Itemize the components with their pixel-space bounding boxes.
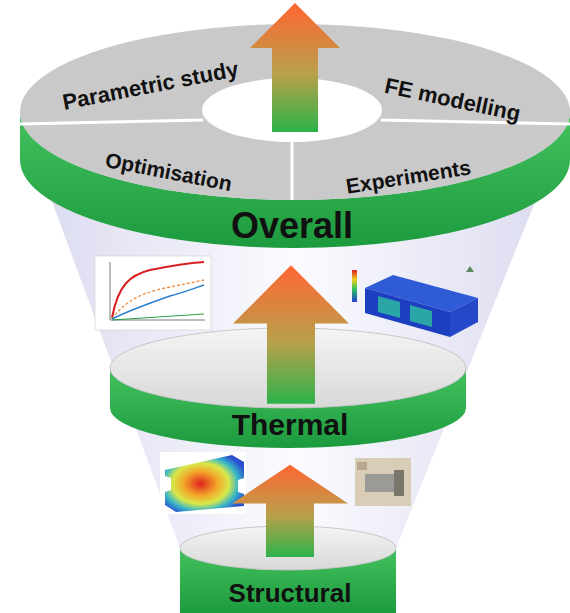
clamp xyxy=(394,470,404,496)
node-label: Structural xyxy=(229,579,352,609)
up-arrow xyxy=(250,3,340,132)
node-label: Overall xyxy=(231,205,353,246)
node-label: Thermal xyxy=(232,408,349,443)
model-patch xyxy=(378,296,400,318)
level-band: Thermal xyxy=(226,404,355,465)
ring-divider xyxy=(291,142,294,200)
chart-curve xyxy=(112,262,204,318)
fe-model-thumbnail xyxy=(352,266,478,337)
chart-curve xyxy=(112,280,204,319)
photo-ground xyxy=(355,458,411,506)
chart-axes xyxy=(110,262,205,320)
photo-thumbnail xyxy=(355,458,411,506)
fixture xyxy=(357,462,367,470)
colour-scale xyxy=(352,270,357,302)
overall-level xyxy=(20,3,570,248)
block-arrow xyxy=(232,465,348,557)
level-band: Structural xyxy=(223,557,358,611)
axis-icon xyxy=(466,266,474,272)
thumb-ground xyxy=(160,452,246,514)
heatmap-thumbnail xyxy=(160,452,246,514)
level-band: Overall xyxy=(225,201,360,265)
chart-curve xyxy=(112,314,204,320)
specimen xyxy=(365,474,395,492)
chart-frame xyxy=(95,256,211,330)
ring-divider xyxy=(20,120,203,124)
model-patch xyxy=(410,305,432,327)
model-side xyxy=(450,298,478,337)
chart-curve xyxy=(112,285,204,319)
ring-divider xyxy=(381,120,570,124)
block-arrow xyxy=(233,265,349,403)
model-front xyxy=(365,288,450,337)
chart-thumbnail xyxy=(95,256,211,330)
